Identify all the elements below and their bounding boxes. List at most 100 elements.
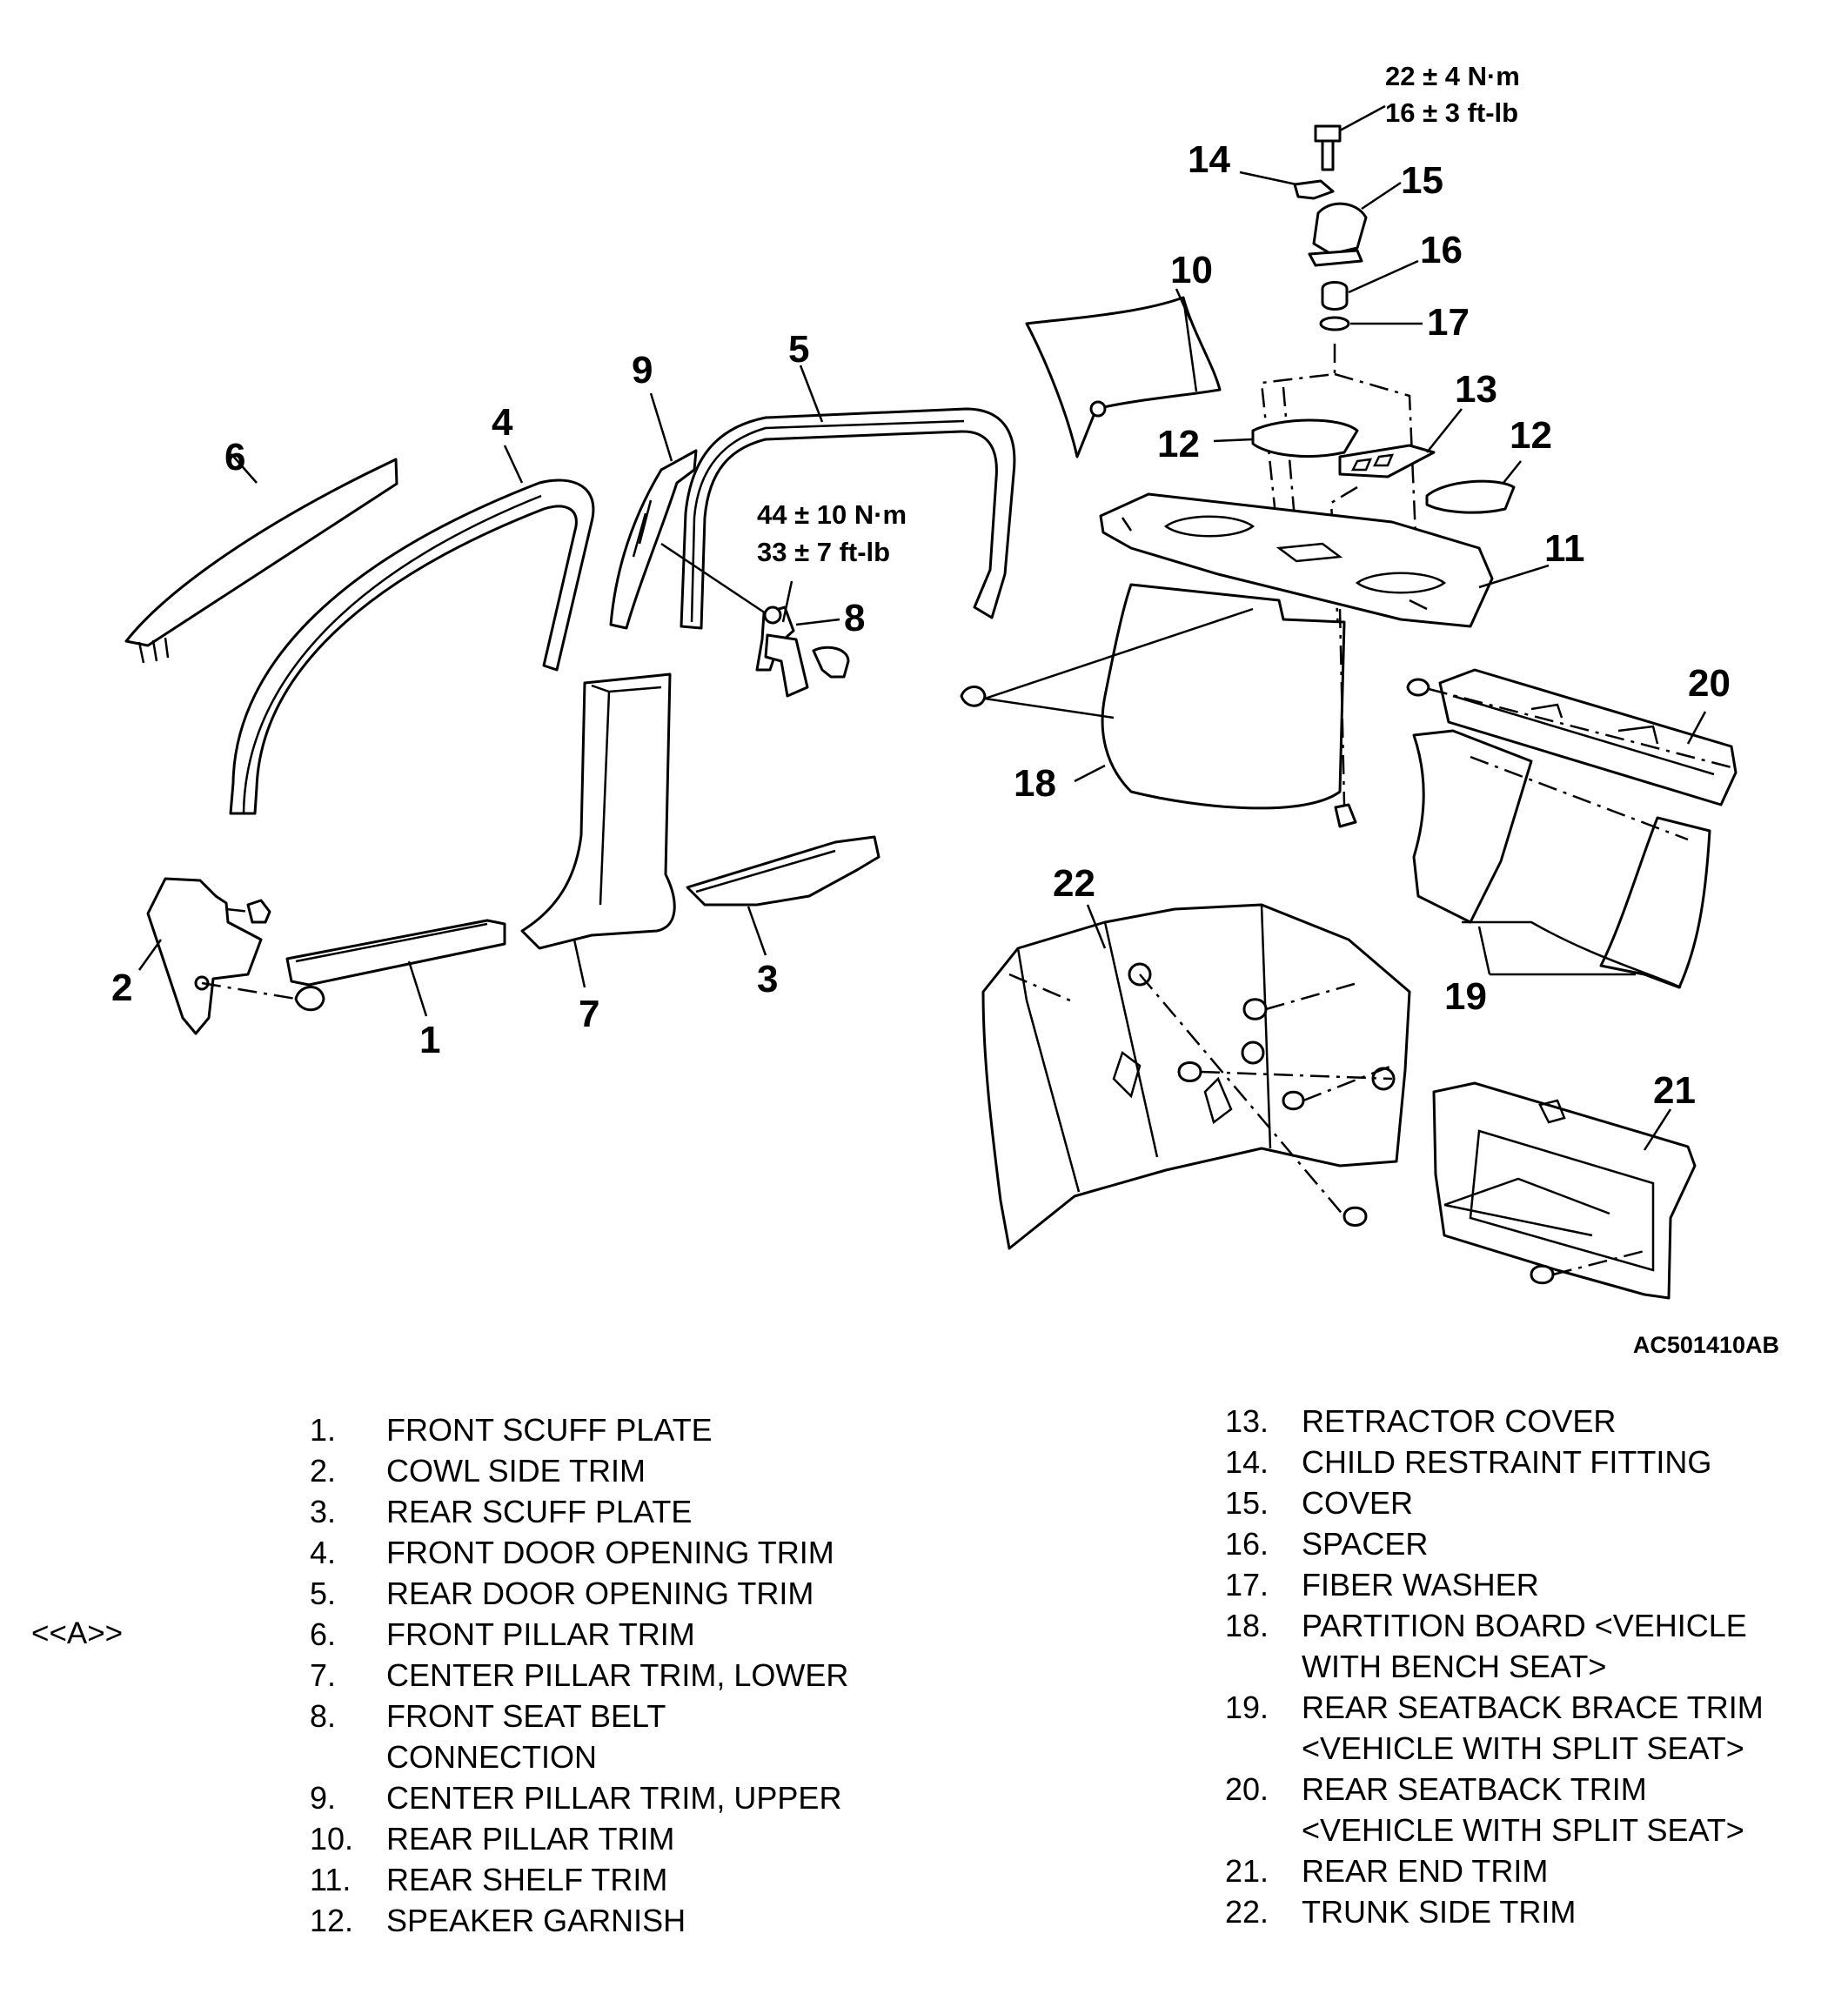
center-pillar-trim-upper [609, 392, 698, 630]
legend-item: 16.SPACER [1225, 1523, 1834, 1564]
legend-item: 5. REAR DOOR OPENING TRIM [310, 1573, 936, 1614]
callout-12a: 12 [1157, 423, 1200, 465]
legend-item-number: 8. [310, 1698, 337, 1734]
legend-item-number: 14. [1225, 1444, 1269, 1480]
callout-4: 4 [492, 401, 513, 444]
legend-item-number: 9. [310, 1780, 337, 1816]
callout-5: 5 [788, 328, 809, 371]
legend-item: 19.REAR SEATBACK BRACE TRIM [1225, 1687, 1834, 1728]
legend-item-number [1225, 1646, 1302, 1687]
callout-21: 21 [1653, 1069, 1696, 1112]
legend-item-text: CHILD RESTRAINT FITTING [1302, 1444, 1712, 1480]
legend-item: 18. PARTITION BOARD <VEHICLE [1225, 1605, 1834, 1646]
legend-item-number: 12. [310, 1903, 354, 1938]
legend-item-text: REAR DOOR OPENING TRIM [386, 1576, 814, 1611]
callout-19: 19 [1444, 975, 1487, 1018]
callout-18: 18 [1014, 762, 1056, 805]
legend-item: 13.RETRACTOR COVER [1225, 1401, 1834, 1442]
legend-item-number [310, 1736, 386, 1777]
callout-12b: 12 [1510, 414, 1552, 457]
legend-item-number: 6. [310, 1616, 337, 1652]
rear-seatback-trim [1406, 668, 1738, 806]
callout-11: 11 [1544, 527, 1585, 570]
legend-item: 4. FRONT DOOR OPENING TRIM [310, 1532, 936, 1573]
legend-reference-mark: <<A>> [31, 1616, 124, 1650]
legend-item-text: FRONT SEAT BELT [386, 1698, 666, 1734]
retractor-cover [1338, 408, 1463, 478]
center-pillar-trim-lower [520, 672, 676, 988]
legend-item-text: COVER [1302, 1485, 1414, 1521]
legend-item: 1. FRONT SCUFF PLATE [310, 1409, 936, 1450]
legend-item-text: COWL SIDE TRIM [386, 1453, 646, 1489]
legend-item-number: 15. [1225, 1485, 1269, 1521]
legend-item: 12. SPEAKER GARNISH [310, 1900, 936, 1941]
legend-item-number: 3. [310, 1494, 337, 1529]
legend-item-text: RETRACTOR COVER [1302, 1403, 1617, 1439]
callout-7: 7 [579, 993, 599, 1035]
torque-belt-nm: 44 ± 10 N·m [757, 499, 907, 530]
spacer [1321, 259, 1419, 311]
legend-item-text: CENTER PILLAR TRIM, UPPER [386, 1780, 842, 1816]
legend-item: 15. COVER [1225, 1482, 1834, 1523]
legend-item-number: 2. [310, 1453, 337, 1489]
callout-15: 15 [1401, 159, 1443, 202]
legend-item-number: 1. [310, 1412, 337, 1448]
legend-item-number: 5. [310, 1576, 337, 1611]
legend-item: CONNECTION [310, 1736, 936, 1777]
top-bolt [1314, 104, 1386, 171]
legend-item-text: REAR SEATBACK TRIM [1302, 1771, 1647, 1807]
legend-item: 10.REAR PILLAR TRIM [310, 1818, 936, 1859]
legend-item: <VEHICLE WITH SPLIT SEAT> [1225, 1728, 1834, 1769]
legend-list-left: 1. FRONT SCUFF PLATE 2. COWL SIDE TRIM 3. REA… [310, 1409, 936, 1941]
callout-8: 8 [844, 597, 865, 639]
legend-item: 11. REAR SHELF TRIM [310, 1859, 936, 1900]
legend-item-number: 11. [310, 1862, 352, 1897]
legend-item-text: REAR SHELF TRIM [386, 1862, 668, 1897]
legend-item-text: REAR SCUFF PLATE [386, 1494, 693, 1529]
rear-seatback-brace-trim [1412, 729, 1711, 989]
legend-item-text: PARTITION BOARD <VEHICLE [1302, 1608, 1747, 1643]
rear-pillar-trim [1025, 288, 1222, 458]
legend-item-number: 4. [310, 1535, 337, 1570]
cover [1308, 181, 1402, 267]
torque-belt-ftlb: 33 ± 7 ft-lb [757, 537, 890, 567]
callout-14: 14 [1188, 138, 1230, 181]
legend-item: 8. FRONT SEAT BELT [310, 1696, 936, 1736]
legend-item-text: SPEAKER GARNISH [386, 1903, 686, 1938]
legend-item-text: REAR PILLAR TRIM [386, 1821, 675, 1857]
trunk-side-trim [981, 903, 1411, 1250]
legend-item-text: CENTER PILLAR TRIM, LOWER [386, 1657, 849, 1693]
front-pillar-trim [124, 453, 398, 664]
callout-22: 22 [1053, 862, 1095, 905]
legend-item-number: 21. [1225, 1853, 1269, 1889]
callout-16: 16 [1420, 229, 1463, 271]
child-restraint-fitting [1239, 171, 1335, 200]
rear-end-trim [1432, 1081, 1697, 1300]
callout-17: 17 [1427, 301, 1470, 344]
legend-item-text: FRONT DOOR OPENING TRIM [386, 1535, 834, 1570]
legend-item-number: 17. [1225, 1567, 1269, 1603]
rear-shelf-trim [1099, 492, 1550, 628]
rear-door-opening-trim [680, 365, 1016, 630]
legend-item-number [1225, 1810, 1302, 1850]
callout-9: 9 [632, 349, 653, 391]
legend-item-number: 18. [1225, 1608, 1269, 1643]
legend-item-text: TRUNK SIDE TRIM [1302, 1894, 1577, 1930]
assembly-lines-shelf [1260, 344, 1418, 662]
legend-item: <VEHICLE WITH SPLIT SEAT> [1225, 1810, 1834, 1850]
legend-item: 17.FIBER WASHER [1225, 1564, 1834, 1605]
legend-item: 9. CENTER PILLAR TRIM, UPPER [310, 1777, 936, 1818]
legend-item-number: 20. [1225, 1771, 1269, 1807]
legend-item: 21. REAR END TRIM [1225, 1850, 1834, 1891]
legend-item-text: REAR END TRIM [1302, 1853, 1549, 1889]
figure-id: AC501410AB [1633, 1332, 1779, 1357]
legend-item: 6.FRONT PILLAR TRIM [310, 1614, 936, 1655]
legend-item-text: <VEHICLE WITH SPLIT SEAT> [1302, 1812, 1744, 1848]
speaker-garnish-right [1425, 460, 1522, 514]
legend-item-text: SPACER [1302, 1526, 1429, 1562]
cowl-side-trim [137, 877, 325, 1035]
callout-2: 2 [111, 967, 132, 1009]
legend-item-text: FRONT SCUFF PLATE [386, 1412, 713, 1448]
legend-item-number: 7. [310, 1657, 337, 1693]
